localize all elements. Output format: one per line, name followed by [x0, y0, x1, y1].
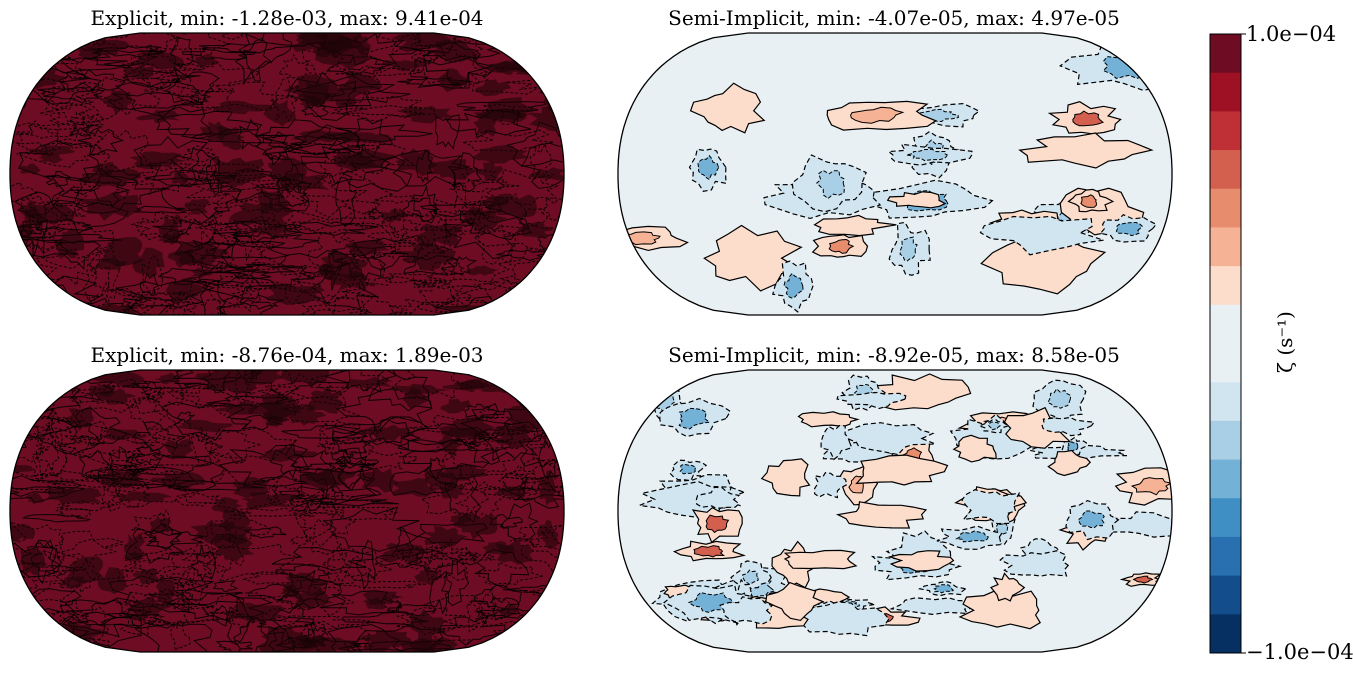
- panel-title-explicit-top: Explicit, min: -1.28e-03, max: 9.41e-04: [90, 6, 484, 30]
- panel-title-semi-implicit-top: Semi-Implicit, min: -4.07e-05, max: 4.97…: [668, 6, 1120, 30]
- panel-title-semi-implicit-bottom: Semi-Implicit, min: -8.92e-05, max: 8.58…: [668, 343, 1120, 367]
- colorbar-level: [1210, 614, 1241, 654]
- map-panel-semi-implicit-top: [617, 32, 1173, 316]
- colorbar-level: [1210, 343, 1241, 383]
- colorbar-level: [1210, 575, 1241, 615]
- colorbar-max-label: 1.0e−04: [1246, 22, 1337, 46]
- colorbar-level: [1210, 536, 1241, 577]
- colorbar-level: [1210, 72, 1241, 112]
- map-panel-semi-implicit-bottom: [617, 369, 1173, 653]
- colorbar-axis-label: ζ (s⁻¹): [1272, 311, 1297, 373]
- map-panel-explicit-top: [9, 32, 565, 316]
- colorbar-level: [1210, 34, 1241, 74]
- panel-title-explicit-bottom: Explicit, min: -8.76e-04, max: 1.89e-03: [90, 343, 484, 367]
- colorbar-level: [1210, 459, 1241, 499]
- colorbar-level: [1210, 150, 1241, 190]
- colorbar-level: [1210, 304, 1241, 344]
- colorbar-min-label: −1.0e−04: [1246, 640, 1353, 664]
- colorbar-level: [1210, 227, 1241, 267]
- colorbar-level: [1210, 498, 1241, 538]
- colorbar-level: [1210, 111, 1241, 151]
- colorbar-level: [1210, 266, 1241, 306]
- colorbar-level: [1210, 420, 1241, 461]
- colorbar: [1209, 33, 1246, 654]
- map-panel-explicit-bottom: [9, 369, 565, 653]
- colorbar-level: [1210, 382, 1241, 422]
- colorbar-level: [1210, 188, 1241, 228]
